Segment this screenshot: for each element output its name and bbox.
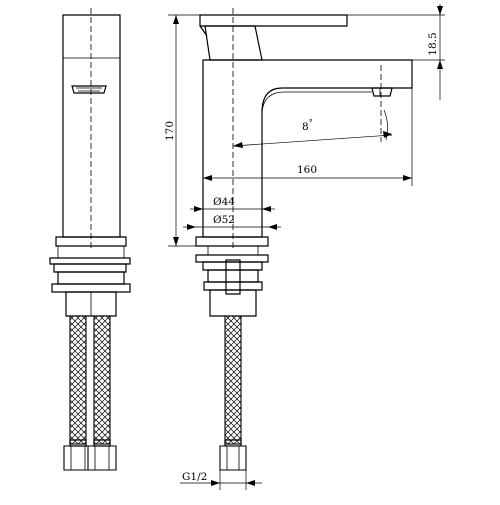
dim-line-angle (232, 134, 393, 147)
front-view-aerator (371, 87, 393, 97)
front-view-fixing-nut (207, 269, 259, 283)
front-view-cartridge (204, 25, 263, 61)
front-view-base (195, 236, 269, 247)
side-view-aerator (71, 85, 107, 94)
side-view-fixing-nut (57, 271, 125, 285)
dim-label-handle-offset: 18.5 (427, 32, 439, 55)
front-view-body-spout (202, 59, 413, 238)
front-view-mounting-plate (195, 254, 269, 263)
side-view-body (62, 14, 121, 238)
dim-label-diameter-52: Ø52 (213, 214, 235, 226)
front-view: 170 18.5 8° 160 Ø44 Ø52 (164, 4, 445, 490)
dim-label-height: 170 (164, 121, 176, 141)
dim-label-diameter-44: Ø44 (213, 196, 235, 208)
front-view-hose-fitting (209, 289, 257, 317)
dim-label-thread: G1/2 (182, 471, 207, 483)
front-view-stud (225, 259, 241, 295)
side-view-hose-fittings (65, 291, 117, 317)
front-view-hose-nut (219, 445, 247, 471)
front-view-handle-lever (199, 14, 348, 27)
side-view-hose-nut-right (87, 445, 117, 471)
side-view-mounting-plate (49, 257, 131, 265)
dim-label-reach: 160 (297, 164, 317, 176)
dim-label-angle: 8° (302, 118, 313, 133)
side-view (49, 8, 131, 471)
side-view-base (55, 236, 127, 247)
